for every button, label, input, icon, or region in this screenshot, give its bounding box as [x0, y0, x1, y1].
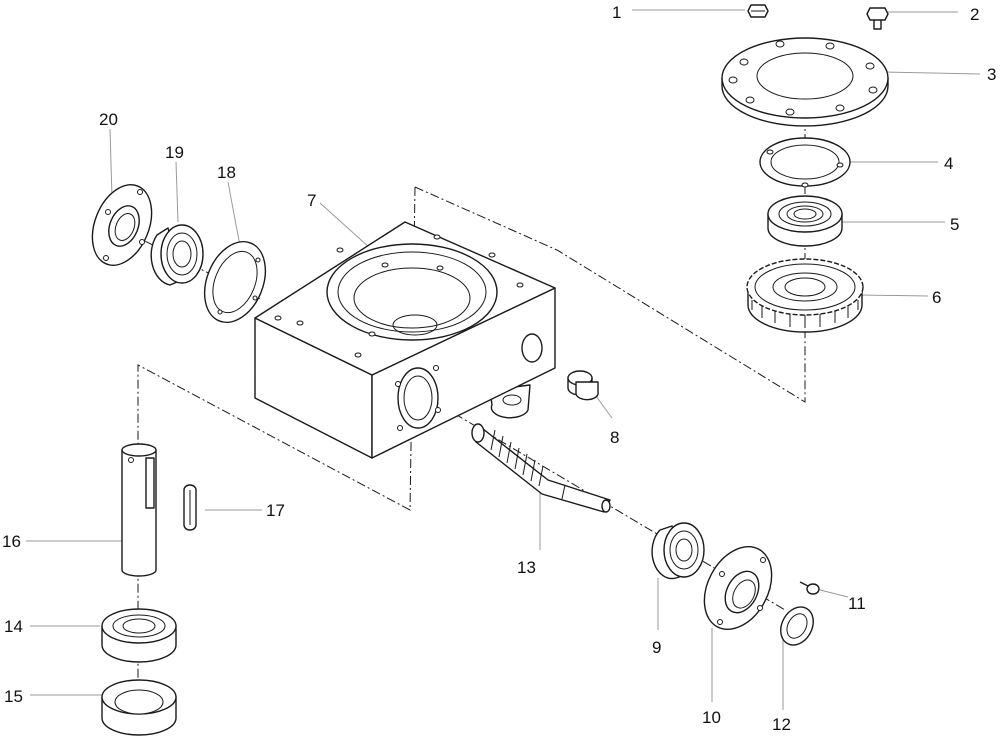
callout-18: 18: [217, 163, 236, 182]
part-8-plug: [567, 370, 599, 401]
part-6-gear: [746, 258, 864, 333]
callout-labels: 1 2 3 4 5 6 7 8 9 10 11 12 13 14 15 16 1…: [2, 3, 996, 734]
part-13-worm-shaft: [471, 423, 611, 513]
part-18-gasket: [203, 240, 267, 324]
callout-1: 1: [612, 3, 621, 22]
part-5-bearing: [767, 195, 843, 247]
callout-9: 9: [652, 638, 661, 657]
part-14-bearing: [101, 608, 177, 663]
part-3-flange-plate: [721, 37, 889, 127]
callout-15: 15: [4, 687, 23, 706]
part-12-seal: [780, 606, 814, 646]
part-9-bearing: [651, 522, 705, 580]
callout-6: 6: [932, 288, 941, 307]
callout-5: 5: [950, 215, 959, 234]
callout-2: 2: [970, 5, 979, 24]
callout-3: 3: [987, 65, 996, 84]
part-2-bolt: [866, 7, 889, 30]
callout-11: 11: [848, 594, 866, 613]
callout-10: 10: [702, 708, 721, 727]
callout-7: 7: [307, 191, 316, 210]
part-15-seal-ring: [101, 679, 177, 736]
part-7-housing: [254, 221, 556, 459]
callout-12: 12: [772, 715, 791, 734]
callout-8: 8: [610, 428, 619, 447]
callout-20: 20: [99, 110, 118, 129]
part-17-key: [183, 484, 197, 531]
part-11-bolt: [799, 581, 820, 595]
callout-19: 19: [165, 143, 184, 162]
callout-16: 16: [2, 532, 21, 551]
part-10-flange-cover: [703, 545, 773, 631]
part-4-gasket: [759, 137, 851, 188]
part-20-flange-cover: [91, 184, 153, 266]
part-1-nut: [747, 4, 769, 18]
callout-13: 13: [517, 558, 536, 577]
vertical-axis-line-right: [414, 186, 806, 403]
callout-4: 4: [944, 154, 953, 173]
callout-14: 14: [4, 617, 23, 636]
worm-axis-line: [439, 404, 786, 611]
callout-17: 17: [266, 501, 285, 520]
leader-lines: [26, 9, 981, 710]
part-19-bearing: [150, 224, 204, 286]
part-16-vertical-shaft: [121, 443, 157, 577]
